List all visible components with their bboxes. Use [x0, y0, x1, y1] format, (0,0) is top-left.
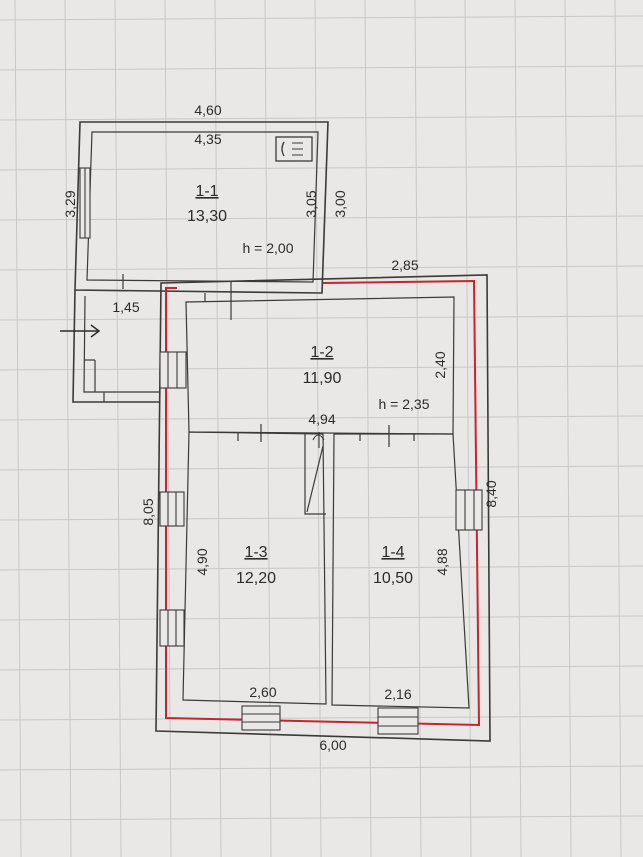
house-walls — [155, 274, 491, 742]
dim-annex-left: 3,29 — [62, 190, 78, 217]
dim-top-right: 2,85 — [391, 257, 418, 273]
grid-line-vertical — [514, 0, 522, 857]
grid-line-horizontal — [0, 415, 643, 421]
dim-room-1-3-width: 2,60 — [249, 684, 276, 700]
window-room-1-3-upper — [159, 491, 185, 527]
grid-line-horizontal — [0, 15, 643, 21]
grid-line-vertical — [64, 0, 72, 857]
dim-house-right: 8,40 — [483, 480, 499, 507]
room-1-1-area: 13,30 — [187, 208, 227, 225]
door-ticks — [122, 274, 415, 447]
grid-line-vertical — [214, 0, 222, 857]
window-room-1-4-right — [455, 489, 483, 531]
grid-line-vertical — [564, 0, 572, 857]
room-1-1-height: h = 2,00 — [243, 240, 294, 256]
grid-line-horizontal — [0, 215, 643, 221]
entry-arrow-icon — [60, 324, 101, 338]
dim-porch-width: 1,45 — [112, 299, 139, 315]
grid-line-horizontal — [0, 315, 643, 321]
dim-annex-inner-top: 4,35 — [194, 131, 221, 147]
grid-line-vertical — [14, 0, 22, 857]
grid-line-horizontal — [0, 165, 643, 171]
grid-line-horizontal — [0, 515, 643, 521]
dim-house-bottom: 6,00 — [319, 737, 346, 753]
grid-line-vertical — [464, 0, 472, 857]
exterior-outline — [165, 279, 481, 727]
dim-room-1-4-height: 4,88 — [434, 548, 450, 575]
window-annex-left — [79, 167, 91, 239]
grid-line-vertical — [614, 0, 622, 857]
dim-room-1-2-height: 2,40 — [432, 351, 448, 378]
room-1-2-height: h = 2,35 — [379, 396, 430, 412]
window-room-1-3-lower — [159, 609, 185, 647]
dim-middle-width: 4,94 — [308, 411, 335, 427]
grid-line-horizontal — [0, 815, 643, 821]
dim-annex-inner-right: 3,05 — [303, 190, 319, 217]
room-1-2-id: 1-2 — [310, 344, 333, 361]
room-1-4-area: 10,50 — [373, 570, 413, 587]
grid-line-horizontal — [0, 665, 643, 671]
dim-room-1-3-height: 4,90 — [194, 548, 210, 575]
grid-line-vertical — [164, 0, 172, 857]
grid-line-vertical — [314, 0, 322, 857]
window-room-1-4-bottom — [377, 707, 419, 735]
window-room-1-3-bottom — [241, 705, 281, 731]
grid-line-horizontal — [0, 365, 643, 371]
stove-icon — [275, 136, 313, 162]
porch-walls — [72, 289, 160, 403]
grid-line-vertical — [414, 0, 422, 857]
room-1-1-id: 1-1 — [195, 183, 218, 200]
grid-line-horizontal — [0, 615, 643, 621]
grid-line-horizontal — [0, 765, 643, 771]
grid-line-horizontal — [0, 465, 643, 471]
room-1-3-area: 12,20 — [236, 570, 276, 587]
door-swing-icon — [304, 432, 326, 515]
grid-line-horizontal — [0, 115, 643, 121]
grid-line-horizontal — [0, 265, 643, 271]
dim-room-1-4-width: 2,16 — [384, 686, 411, 702]
window-porch-right — [159, 351, 187, 389]
room-1-3-id: 1-3 — [244, 544, 267, 561]
grid-line-vertical — [114, 0, 122, 857]
dim-annex-outer-top: 4,60 — [194, 102, 221, 118]
dim-annex-outer-right: 3,00 — [332, 190, 348, 217]
grid-line-horizontal — [0, 565, 643, 571]
grid-line-horizontal — [0, 65, 643, 71]
grid-line-horizontal — [0, 715, 643, 721]
room-1-4-id: 1-4 — [381, 544, 404, 561]
dim-house-left: 8,05 — [140, 498, 156, 525]
grid-line-vertical — [364, 0, 372, 857]
room-1-2-area: 11,90 — [303, 370, 342, 387]
